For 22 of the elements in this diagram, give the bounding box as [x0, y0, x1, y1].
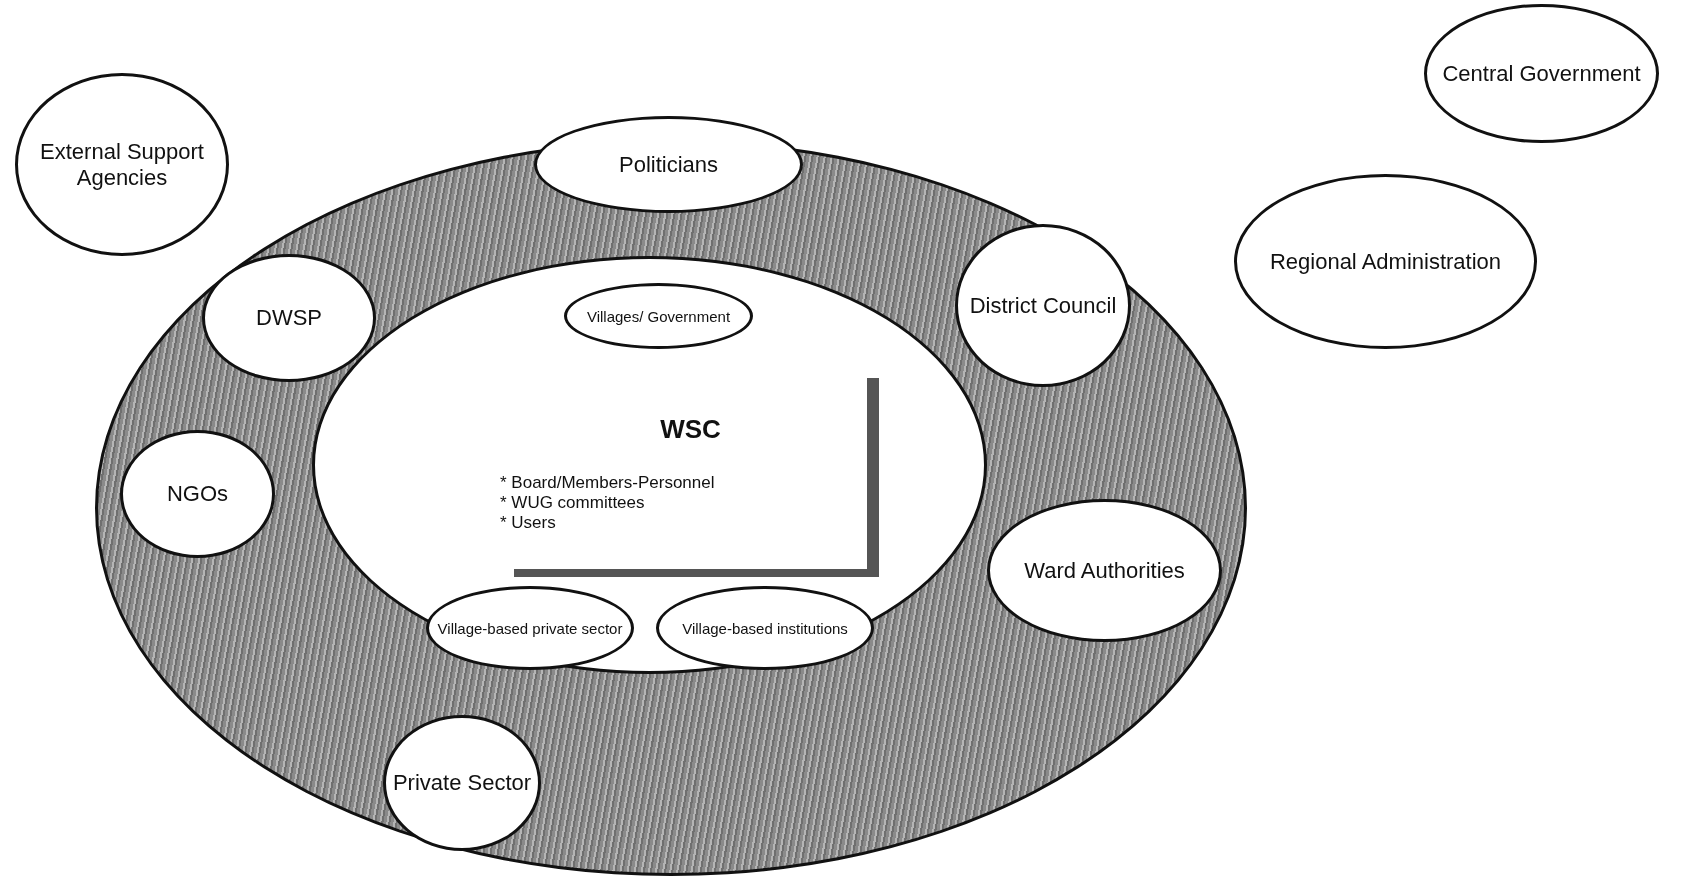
node-label: Ward Authorities [1024, 557, 1185, 584]
node-label: Village-based private sector [437, 619, 623, 637]
ellipse-node [987, 499, 1222, 642]
panel-heading: WSC [660, 414, 721, 445]
node-label: Village-based institutions [682, 619, 848, 637]
ellipse-node [120, 430, 275, 558]
node-label: NGOs [166, 481, 229, 507]
node-label: DWSP [256, 305, 322, 331]
node-label: Politicians [618, 151, 718, 178]
bullet-item: * WUG committees [500, 493, 646, 513]
node-label: External Support Agencies [39, 138, 205, 191]
node-label: Villages/ Government [586, 307, 731, 325]
ellipse-node [955, 224, 1131, 387]
ellipse-node [534, 116, 803, 213]
ellipse-node [202, 254, 376, 382]
node-label: Private Sector [392, 770, 532, 796]
node-label: Central Government [1442, 60, 1641, 87]
bullet-item: * Users [500, 513, 557, 533]
bullet-item: * Board/Members-Personnel [500, 473, 716, 493]
ellipse-node [383, 715, 541, 851]
node-label: Regional Administration [1269, 248, 1502, 275]
node-label: District Council [969, 292, 1117, 319]
